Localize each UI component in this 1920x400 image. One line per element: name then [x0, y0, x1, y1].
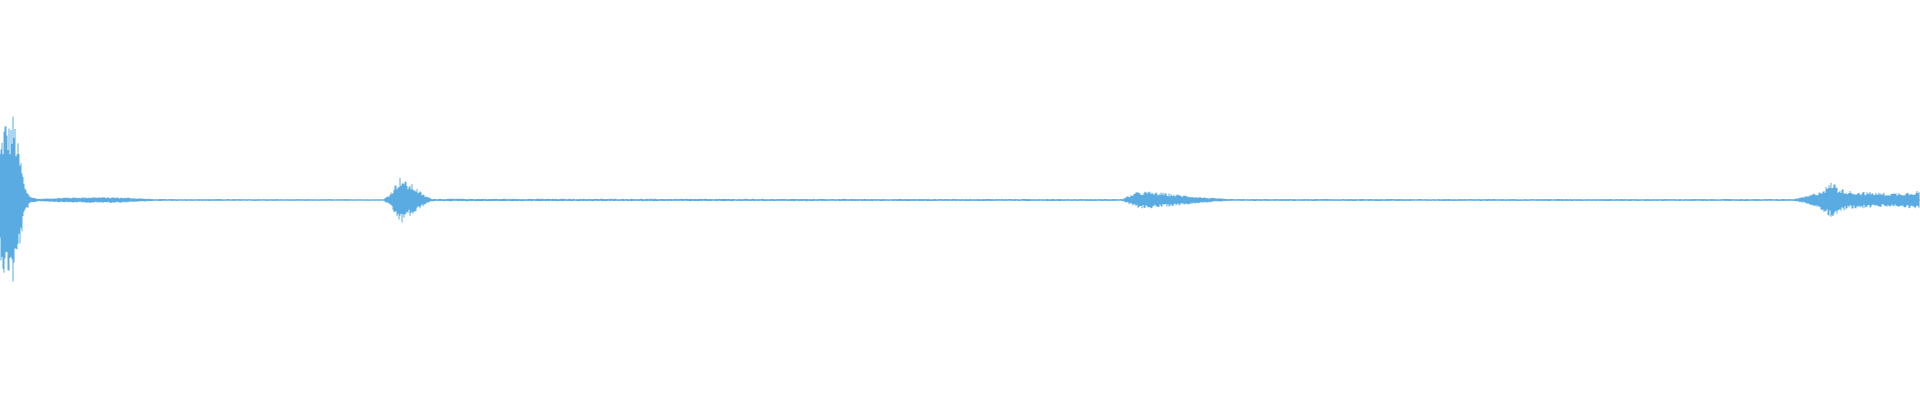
waveform-signal — [0, 116, 1920, 282]
